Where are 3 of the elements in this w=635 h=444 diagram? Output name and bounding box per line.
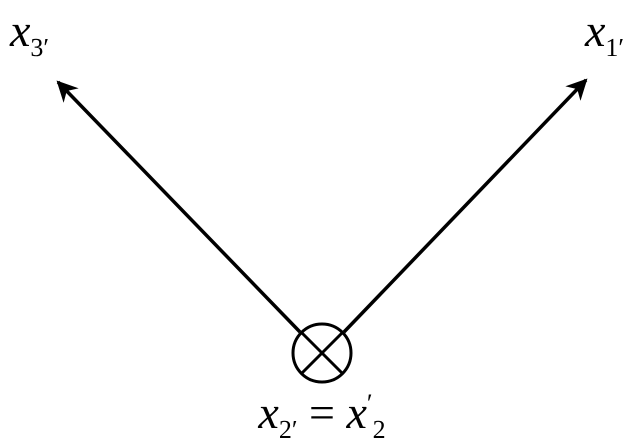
- axis-label: x$_{1′}$: [585, 8, 624, 62]
- into-page-axis-symbol: [290, 321, 354, 385]
- axis-label: x$_{3′}$: [10, 8, 50, 62]
